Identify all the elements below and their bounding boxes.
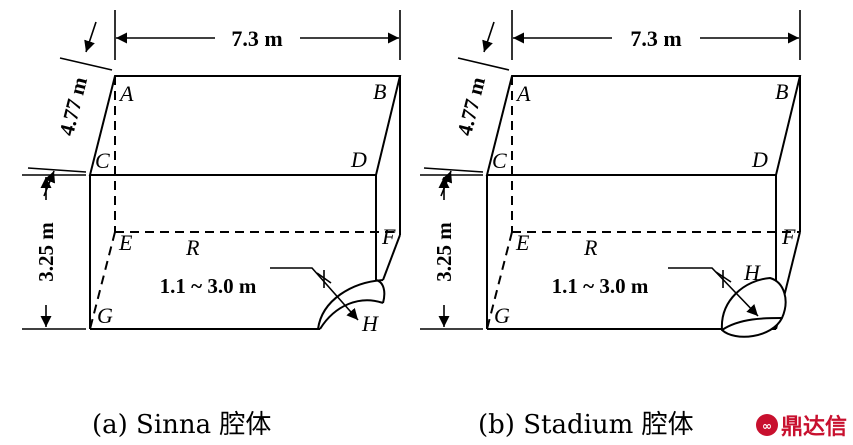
- panel-b-point-h: H: [743, 260, 761, 285]
- watermark-logo-mark: ∞: [762, 419, 772, 433]
- panel-a-point-a: A: [118, 81, 134, 106]
- box-a-hidden-edge-eg: [89, 231, 116, 330]
- panel-b-depth-label: 4.77 m: [452, 74, 490, 138]
- caption-b: (b) Stadium 腔体: [478, 410, 694, 440]
- dim-b-depth-tick-bottom: [423, 167, 484, 173]
- dim-b-depth-tick-top: [457, 57, 510, 71]
- caption-a: (a) Sinna 腔体: [92, 410, 271, 440]
- panel-a-point-d: D: [350, 147, 367, 172]
- pointer-a-line: [270, 267, 359, 321]
- cavity-a-edge: [375, 279, 386, 304]
- watermark: ∞ 鼎达信: [756, 414, 847, 440]
- panel-a-point-e: E: [118, 230, 133, 255]
- panel-a-point-h: H: [361, 311, 379, 336]
- cavity-a-outer: [317, 279, 384, 330]
- panel-b-height-label: 3.25 m: [432, 222, 456, 282]
- panel-a-point-c: C: [95, 148, 110, 173]
- box-b-hidden-edge-eg: [486, 231, 513, 330]
- panel-a-width-label: 7.3 m: [231, 26, 282, 51]
- panel-b-point-d: D: [751, 147, 768, 172]
- panel-a-point-g: G: [97, 303, 113, 328]
- cavity-a-inner: [319, 299, 384, 330]
- panel-b-point-b: B: [775, 79, 788, 104]
- panel-a-height-label: 3.25 m: [34, 222, 58, 282]
- panel-b-width-label: 7.3 m: [630, 26, 681, 51]
- panel-b-point-r: R: [583, 235, 598, 260]
- panel-a: [22, 10, 402, 330]
- cavity-b-rim: [721, 317, 783, 331]
- panel-a-range-label: 1.1 ~ 3.0 m: [160, 274, 257, 298]
- dim-a-depth-arrow-top: [84, 21, 97, 53]
- panel-b-point-g: G: [494, 303, 510, 328]
- panel-b: [420, 10, 802, 338]
- panel-b-range-label: 1.1 ~ 3.0 m: [552, 274, 649, 298]
- panel-a-point-r: R: [185, 235, 200, 260]
- watermark-text: 鼎达信: [781, 414, 847, 440]
- watermark-logo-icon: [756, 414, 778, 436]
- dim-a-depth-tick-bottom: [27, 167, 87, 173]
- panel-a-point-b: B: [373, 79, 386, 104]
- pointer-b-line: [668, 267, 759, 317]
- box-a-edge-f: [382, 234, 401, 281]
- panel-a-depth-label: 4.77 m: [54, 74, 92, 138]
- panel-b-point-e: E: [515, 230, 530, 255]
- panel-a-point-f: F: [381, 224, 396, 249]
- dim-a-depth-tick-top: [59, 57, 113, 71]
- panel-b-point-c: C: [492, 148, 507, 173]
- panel-b-point-a: A: [515, 81, 531, 106]
- panel-b-point-f: F: [781, 224, 796, 249]
- dim-b-depth-arrow-top: [482, 21, 495, 53]
